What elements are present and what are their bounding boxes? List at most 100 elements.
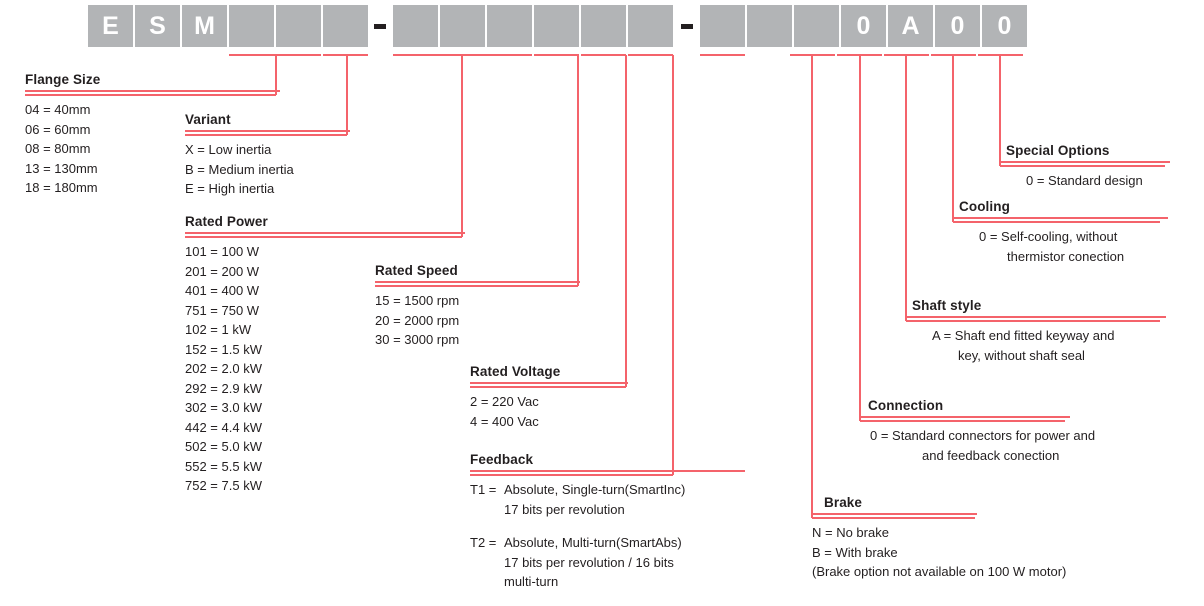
connection-title: Connection [868,398,944,413]
list-item: 152 = 1.5 kW [185,341,262,357]
connection-items: 0 = Standard connectors for power and an… [860,426,1180,465]
rated-voltage-rule [470,382,628,384]
legend-connection: Connection 0 = Standard connectors for p… [860,398,1095,465]
code-box-12 [628,5,673,47]
feedback-entry-t2: T2 = Absolute, Multi-turn(SmartAbs) 17 b… [470,533,745,592]
feedback-title: Feedback [470,452,534,467]
feedback-rule [470,470,745,472]
list-item: A = Shaft end fitted keyway and [932,328,1115,343]
brake-rule [812,513,977,515]
list-item: 15 = 1500 rpm [375,293,460,308]
feedback-line: 17 bits per revolution / 16 bits [504,554,674,570]
feedback-key: T2 = [470,535,497,550]
list-item: N = No brake [812,525,889,540]
list-item: (Brake option not available on 100 W mot… [812,564,1067,579]
code-box-13 [700,5,745,47]
brake-items: N = No brake B = With brake (Brake optio… [812,523,1172,582]
list-item: 101 = 100 W [185,244,260,259]
code-box-10 [534,5,579,47]
list-item: E = High inertia [185,181,275,196]
list-item: 552 = 5.5 kW [185,458,262,474]
brake-title: Brake [824,495,863,510]
legend-special-options: Special Options 0 = Standard design [1000,143,1170,191]
code-separator-2 [681,24,693,29]
code-box-3: M [182,5,227,47]
shaft-style-items: A = Shaft end fitted keyway and key, wit… [906,326,1166,365]
legend-rated-power: Rated Power 101 = 100 W 201 = 200 W 401 … [185,214,465,496]
feedback-entry-t1: T1 = Absolute, Single-turn(SmartInc) 17 … [470,480,745,519]
list-item: 0 = Self-cooling, without [979,229,1118,244]
flange-size-items: 04 = 40mm 06 = 60mm 08 = 80mm 13 = 130mm… [25,100,280,198]
legend-cooling: Cooling 0 = Self-cooling, without thermi… [953,199,1168,266]
feedback-line: Absolute, Single-turn(SmartInc) [504,482,686,497]
legend-variant: Variant X = Low inertia B = Medium inert… [185,112,350,199]
list-item: 202 = 2.0 kW [185,361,262,376]
code-box-7 [393,5,438,47]
list-item: 20 = 2000 rpm [375,312,460,328]
list-item: 04 = 40mm [25,102,91,117]
rated-power-items: 101 = 100 W 201 = 200 W 401 = 400 W 751 … [185,242,465,496]
code-box-11 [581,5,626,47]
rated-speed-title: Rated Speed [375,263,458,278]
code-box-15 [794,5,839,47]
code-box-19: 0 [982,5,1027,47]
list-item: and feedback conection [922,447,1060,463]
shaft-style-title: Shaft style [912,298,982,313]
feedback-items: T1 = Absolute, Single-turn(SmartInc) 17 … [470,480,745,592]
list-item: 18 = 180mm [25,180,98,195]
variant-rule [185,130,350,132]
list-item: 0 = Standard connectors for power and [870,428,1096,443]
rated-speed-items: 15 = 1500 rpm 20 = 2000 rpm 30 = 3000 rp… [375,291,580,350]
shaft-style-rule [906,316,1166,318]
code-box-9 [487,5,532,47]
special-options-rule [1000,161,1170,163]
list-item: 30 = 3000 rpm [375,332,460,347]
code-box-5 [276,5,321,47]
legend-rated-voltage: Rated Voltage 2 = 220 Vac 4 = 400 Vac [470,364,628,431]
part-number-code-row: E S M 0 A 0 0 [0,0,1204,52]
list-item: thermistor conection [1007,248,1125,264]
code-box-8 [440,5,485,47]
legend-shaft-style: Shaft style A = Shaft end fitted keyway … [906,298,1166,365]
code-separator-1 [374,24,386,29]
cooling-items: 0 = Self-cooling, without thermistor con… [953,227,1168,266]
list-item: 0 = Standard design [1026,173,1143,188]
flange-size-title: Flange Size [25,72,101,87]
code-box-14 [747,5,792,47]
list-item: 502 = 5.0 kW [185,439,262,454]
rated-speed-rule [375,281,580,283]
list-item: 751 = 750 W [185,302,260,318]
rated-power-title: Rated Power [185,214,268,229]
list-item: 442 = 4.4 kW [185,419,262,435]
feedback-key: T1 = [470,482,497,497]
code-box-6 [323,5,368,47]
list-item: 08 = 80mm [25,141,91,156]
legend-feedback: Feedback T1 = Absolute, Single-turn(Smar… [470,452,745,606]
connection-rule [860,416,1070,418]
special-options-items: 0 = Standard design [1000,171,1170,191]
legend-brake: Brake N = No brake B = With brake (Brake… [812,495,1066,582]
legend-flange-size: Flange Size 04 = 40mm 06 = 60mm 08 = 80m… [25,72,280,198]
feedback-line: 17 bits per revolution [504,501,625,517]
feedback-line: multi-turn [504,574,559,589]
code-box-2: S [135,5,180,47]
code-box-4 [229,5,274,47]
list-item: 401 = 400 W [185,283,260,298]
list-item: 2 = 220 Vac [470,394,539,409]
rated-voltage-items: 2 = 220 Vac 4 = 400 Vac [470,392,628,431]
list-item: 302 = 3.0 kW [185,400,262,415]
code-box-16: 0 [841,5,886,47]
cooling-rule [953,217,1168,219]
variant-items: X = Low inertia B = Medium inertia E = H… [185,140,350,199]
feedback-line: Absolute, Multi-turn(SmartAbs) [504,535,682,550]
list-item: B = With brake [812,544,898,560]
special-options-title: Special Options [1006,143,1110,158]
legend-rated-speed: Rated Speed 15 = 1500 rpm 20 = 2000 rpm … [375,263,580,350]
list-item: 4 = 400 Vac [470,413,539,429]
variant-title: Variant [185,112,231,127]
list-item: B = Medium inertia [185,161,294,177]
code-box-17: A [888,5,933,47]
cooling-title: Cooling [959,199,1010,214]
code-box-18: 0 [935,5,980,47]
rated-voltage-title: Rated Voltage [470,364,561,379]
